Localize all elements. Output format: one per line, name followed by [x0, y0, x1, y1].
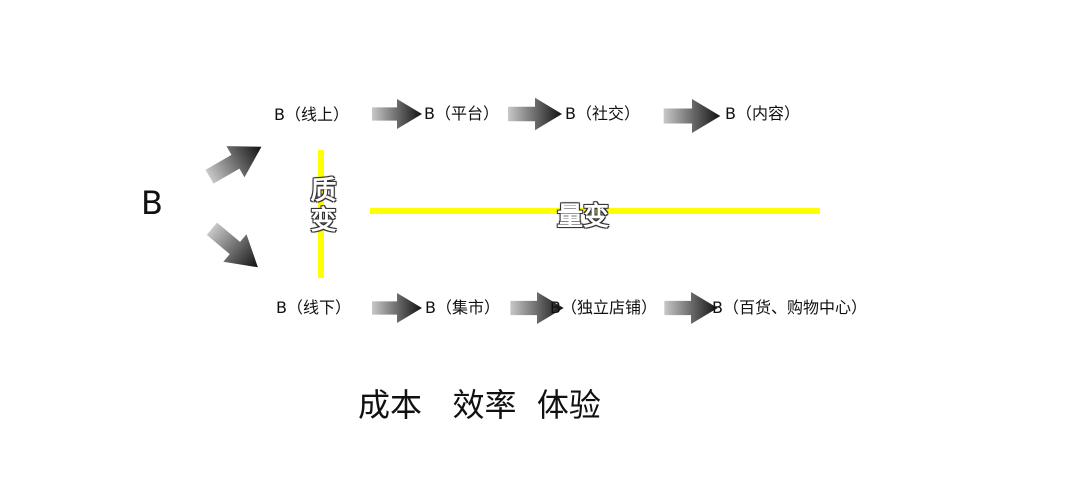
- root-node: B: [141, 184, 163, 222]
- node-offline: B（线下）: [276, 298, 351, 317]
- node-department-store: B（百货、购物中心）: [712, 298, 867, 317]
- arrow-up-diagonal: [200, 131, 271, 193]
- arrow-online-1: [372, 99, 422, 129]
- node-social: B（社交）: [565, 104, 640, 123]
- arrow-online-3: [663, 99, 721, 133]
- arrow-offline-1: [372, 293, 422, 323]
- node-content: B（内容）: [725, 104, 800, 123]
- node-market: B（集市）: [425, 298, 500, 317]
- arrow-offline-3: [664, 292, 718, 324]
- qualitative-change-label: 质变: [306, 176, 336, 236]
- node-platform: B（平台）: [424, 104, 499, 123]
- node-online: B（线上）: [274, 105, 349, 124]
- arrow-down-diagonal: [200, 214, 270, 282]
- arrow-online-2: [508, 97, 562, 131]
- node-independent-store: B（独立店铺）: [550, 298, 657, 317]
- quantitative-change-label: 量变: [557, 202, 610, 232]
- bottom-caption: 成本 效率 体验: [358, 386, 601, 424]
